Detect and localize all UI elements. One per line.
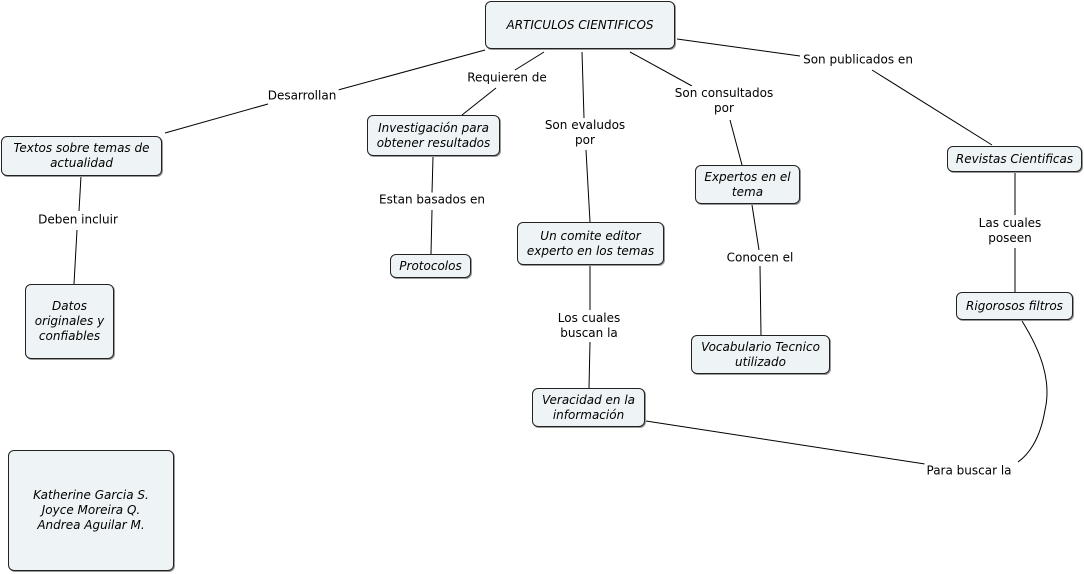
link-desarrollan: Desarrollan	[265, 88, 339, 104]
edge-evaluados-comite	[585, 149, 591, 223]
author-3: Andrea Aguilar M.	[37, 518, 145, 532]
link-conocen: Conocen el	[724, 250, 796, 266]
edge-requieren-investigacion	[461, 87, 497, 116]
edge-conocen-vocabulario	[759, 265, 762, 336]
edge-textos-debenincluir	[78, 175, 82, 212]
concept-comite[interactable]: Un comite editor experto en los temas	[517, 222, 664, 265]
edge-debenincluir-datos	[73, 229, 78, 285]
concept-protocolos[interactable]: Protocolos	[390, 254, 471, 278]
author-2: Joyce Moreira Q.	[41, 503, 141, 517]
concept-revistas[interactable]: Revistas Cientificas	[947, 146, 1082, 172]
concept-veracidad[interactable]: Veracidad en la información	[532, 388, 645, 427]
link-buscan: Los cuales buscan la	[555, 311, 623, 341]
concept-textos[interactable]: Textos sobre temas de actualidad	[1, 136, 162, 176]
link-poseen: Las cuales poseen	[976, 216, 1044, 246]
concept-articulos-cientificos[interactable]: ARTICULOS CIENTIFICOS	[485, 1, 675, 49]
edge-desarrollan-textos	[164, 103, 269, 134]
concept-filtros[interactable]: Rigorosos filtros	[956, 292, 1073, 320]
link-estan-basados: Estan basados en	[377, 192, 487, 208]
edge-basados-protocolos	[430, 209, 433, 255]
concept-vocabulario[interactable]: Vocabulario Tecnico utilizado	[691, 335, 830, 374]
link-publicados: Son publicados en	[801, 52, 915, 68]
link-para-buscar: Para buscar la	[924, 463, 1014, 479]
edge-investigacion-basados	[431, 156, 434, 194]
edge-root-requieren	[514, 51, 545, 71]
edge-filtros-parabuscar	[1017, 320, 1048, 463]
edge-buscan-veracidad	[588, 341, 591, 389]
edge-consultados-expertos	[729, 119, 743, 166]
edge-parabuscar-veracidad	[645, 420, 926, 465]
concept-expertos[interactable]: Expertos en el tema	[695, 165, 800, 204]
edge-root-consultados	[629, 51, 693, 87]
concept-datos[interactable]: Datos originales y confiables	[25, 284, 114, 359]
edge-root-desarrollan	[337, 49, 486, 91]
concept-investigacion[interactable]: Investigación para obtener resultados	[367, 115, 500, 156]
link-deben-incluir: Deben incluir	[36, 212, 120, 228]
link-evaluados: Son evaludos por	[542, 118, 628, 148]
edge-expertos-conocen	[751, 204, 760, 251]
link-consultados: Son consultados por	[672, 86, 776, 116]
authors-box: Katherine Garcia S. Joyce Moreira Q. And…	[8, 450, 174, 571]
link-requieren-de: Requieren de	[465, 70, 549, 86]
edge-publicados-revistas	[871, 69, 993, 146]
edge-root-evaluados	[581, 51, 585, 119]
edge-root-publicados	[676, 38, 801, 57]
author-1: Katherine Garcia S.	[33, 488, 149, 502]
